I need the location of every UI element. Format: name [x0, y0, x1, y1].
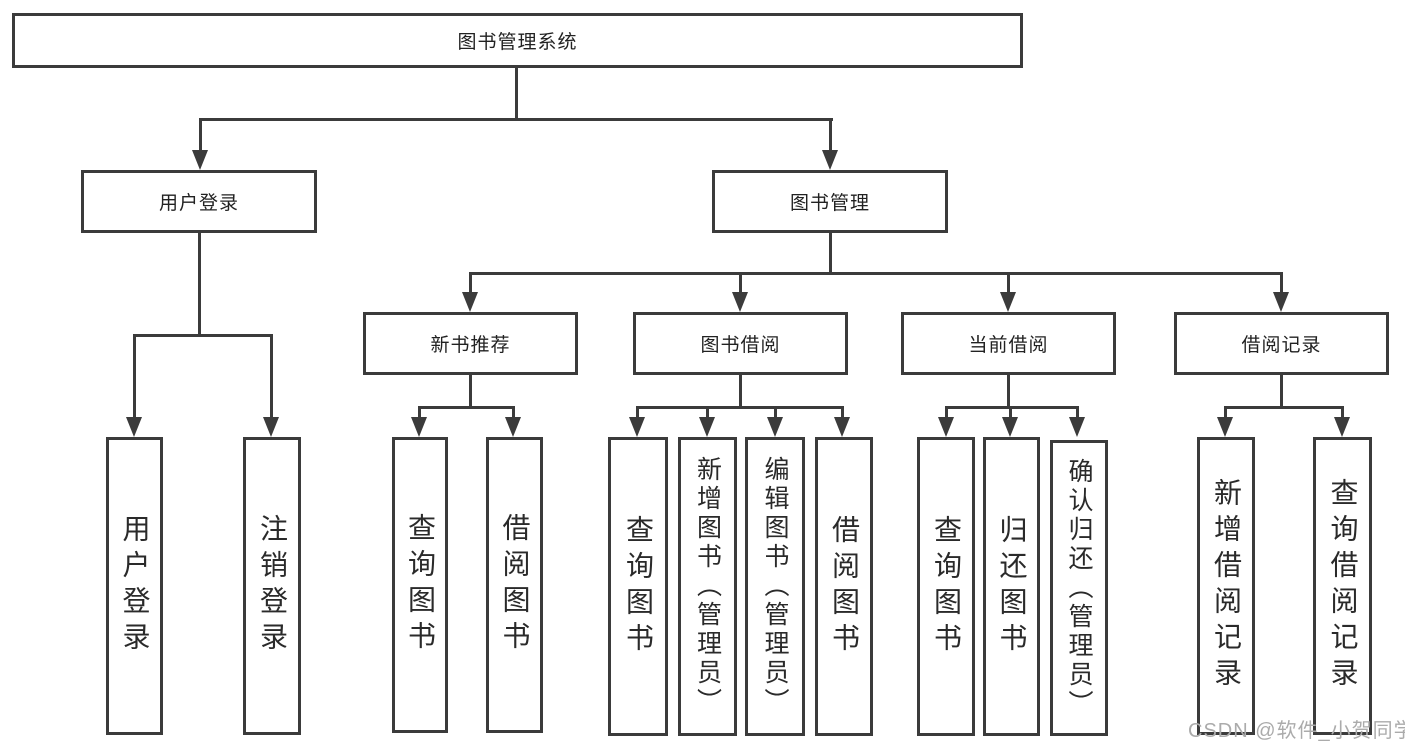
node-label: 新增图书（管理员） — [693, 456, 722, 717]
arrowhead-icon — [1002, 417, 1018, 437]
connector-line — [469, 272, 1283, 275]
connector-line — [418, 406, 421, 420]
connector-line — [774, 406, 777, 420]
arrowhead-icon — [767, 417, 783, 437]
node-user-login: 用户登录 — [81, 170, 317, 233]
node-label: 图书管理 — [789, 193, 870, 214]
connector-line — [418, 406, 515, 409]
node-label: 用户登录 — [119, 514, 151, 658]
leaf-query-borrow-record: 查询借阅记录 — [1313, 437, 1372, 735]
node-label: 借阅图书 — [829, 514, 860, 659]
leaf-add-book-admin: 新增图书（管理员） — [678, 437, 737, 736]
arrowhead-icon — [1217, 417, 1233, 437]
leaf-logout: 注销登录 — [243, 437, 301, 735]
leaf-borrow-book-2: 借阅图书 — [815, 437, 873, 736]
arrowhead-icon — [411, 417, 427, 437]
leaf-borrow-book-1: 借阅图书 — [486, 437, 543, 733]
node-new-book-recommend: 新书推荐 — [363, 312, 578, 375]
connector-line — [133, 334, 136, 420]
connector-line — [636, 406, 844, 409]
connector-line — [945, 406, 948, 420]
connector-line — [199, 118, 833, 121]
csdn-watermark: CSDN @软件_小贺同学 — [1188, 720, 1405, 742]
leaf-query-book-2: 查询图书 — [608, 437, 668, 736]
connector-line — [829, 118, 832, 154]
connector-line — [515, 68, 518, 118]
node-label: 归还图书 — [996, 514, 1028, 659]
leaf-confirm-return-admin: 确认归还（管理员） — [1050, 440, 1108, 736]
arrowhead-icon — [938, 417, 954, 437]
connector-line — [469, 272, 472, 296]
leaf-query-book-3: 查询图书 — [917, 437, 975, 736]
connector-line — [636, 406, 639, 420]
connector-line — [512, 406, 515, 420]
arrowhead-icon — [1069, 417, 1085, 437]
node-label: 当前借阅 — [968, 335, 1049, 356]
node-label: 查询图书 — [931, 514, 962, 659]
connector-line — [1007, 375, 1010, 406]
connector-line — [1009, 406, 1012, 420]
arrowhead-icon — [822, 150, 838, 170]
leaf-add-borrow-record: 新增借阅记录 — [1197, 437, 1255, 735]
connector-line — [739, 272, 742, 296]
node-label: 查询借阅记录 — [1327, 478, 1359, 694]
node-library-management-system: 图书管理系统 — [12, 13, 1023, 68]
leaf-return-book: 归还图书 — [983, 437, 1040, 736]
node-label: 查询图书 — [405, 513, 436, 657]
node-label: 图书借阅 — [700, 335, 781, 356]
arrowhead-icon — [505, 417, 521, 437]
node-book-management: 图书管理 — [712, 170, 948, 233]
node-current-borrow: 当前借阅 — [901, 312, 1116, 375]
arrowhead-icon — [1000, 292, 1016, 312]
node-label: 注销登录 — [257, 514, 288, 658]
leaf-user-login: 用户登录 — [106, 437, 163, 735]
arrowhead-icon — [699, 417, 715, 437]
node-label: 图书管理系统 — [457, 32, 578, 53]
connector-line — [199, 118, 202, 154]
node-label: 新增借阅记录 — [1211, 478, 1242, 694]
node-book-borrow: 图书借阅 — [633, 312, 848, 375]
node-label: 查询图书 — [623, 514, 654, 659]
connector-line — [1007, 272, 1010, 296]
node-label: 借阅记录 — [1241, 335, 1322, 356]
connector-line — [1076, 406, 1079, 420]
arrowhead-icon — [192, 150, 208, 170]
connector-line — [198, 233, 201, 334]
node-label: 确认归还（管理员） — [1065, 457, 1093, 719]
node-label: 新书推荐 — [430, 335, 511, 356]
node-label: 借阅图书 — [499, 513, 531, 657]
connector-line — [841, 406, 844, 420]
arrowhead-icon — [1273, 292, 1289, 312]
leaf-edit-book-admin: 编辑图书（管理员） — [745, 437, 805, 736]
node-label: 用户登录 — [158, 193, 239, 214]
arrowhead-icon — [263, 417, 279, 437]
connector-line — [270, 334, 273, 420]
leaf-query-book-1: 查询图书 — [392, 437, 448, 733]
connector-line — [739, 375, 742, 406]
arrowhead-icon — [732, 292, 748, 312]
connector-line — [706, 406, 709, 420]
node-borrow-record: 借阅记录 — [1174, 312, 1389, 375]
arrowhead-icon — [1334, 417, 1350, 437]
connector-line — [469, 375, 472, 406]
connector-line — [1280, 375, 1283, 406]
arrowhead-icon — [126, 417, 142, 437]
arrowhead-icon — [629, 417, 645, 437]
connector-line — [1341, 406, 1344, 420]
node-label: 编辑图书（管理员） — [761, 456, 789, 717]
connector-line — [1280, 272, 1283, 296]
arrowhead-icon — [834, 417, 850, 437]
connector-line — [133, 334, 273, 337]
connector-line — [945, 406, 1079, 409]
connector-line — [829, 233, 832, 272]
connector-line — [1224, 406, 1343, 409]
connector-line — [1224, 406, 1227, 420]
arrowhead-icon — [462, 292, 478, 312]
